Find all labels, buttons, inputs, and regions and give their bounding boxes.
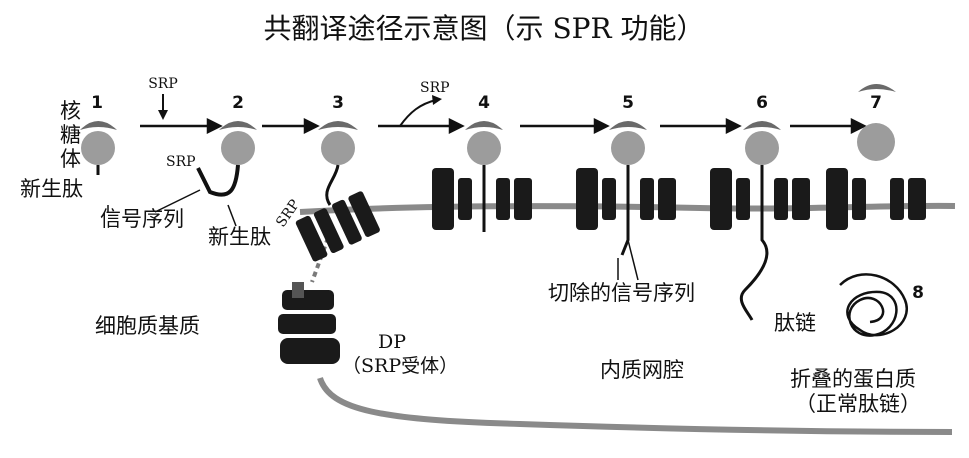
srp-out-arrowhead <box>432 95 442 105</box>
label-nascent-peptide-1: 新生肽 <box>20 177 83 201</box>
diagram-title: 共翻译途径示意图（示 SPR 功能） <box>264 12 705 45</box>
ribosome-step-1 <box>80 121 117 175</box>
label-peptide-chain: 肽链 <box>774 311 816 335</box>
ribosome-step-6 <box>739 121 781 321</box>
step-number-7: 7 <box>870 93 882 113</box>
membrane-tether <box>310 237 330 283</box>
step-arrows <box>140 117 867 135</box>
label-er-lumen: 内质网腔 <box>600 358 684 382</box>
ribosome-step-4 <box>465 121 503 232</box>
srp-receptor-dp <box>278 282 340 364</box>
step-number-8: 8 <box>912 283 924 303</box>
srp-in-arrowhead <box>158 110 168 120</box>
srp-out-arrow <box>399 99 437 127</box>
label-nascent-peptide-2: 新生肽 <box>208 225 271 249</box>
label-cytoplasm: 细胞质基质 <box>95 314 200 338</box>
label-folded-protein: 折叠的蛋白质 <box>790 367 916 391</box>
step-number-3: 3 <box>332 93 344 113</box>
er-membrane-lower <box>317 376 953 435</box>
ribosome-step-2 <box>196 121 257 197</box>
leader-lines <box>107 189 639 281</box>
folded-protein-shape <box>839 273 908 337</box>
label-normal-peptide: （正常肽链） <box>795 392 921 416</box>
label-ribosome-1: 核 <box>60 99 81 123</box>
ribosome-step-7 <box>857 84 896 161</box>
ribosome-step-3 <box>318 121 358 206</box>
step-number-2: 2 <box>232 93 244 113</box>
translocon-channels <box>295 168 926 262</box>
label-signal-sequence: 信号序列 <box>100 207 184 231</box>
label-srp-step2: SRP <box>166 154 196 170</box>
label-dp: DP <box>378 331 406 353</box>
step-number-4: 4 <box>478 93 490 113</box>
step-number-1: 1 <box>91 93 103 113</box>
label-srp-top: SRP <box>148 76 178 92</box>
label-ribosome-3: 体 <box>60 147 81 171</box>
label-cleave-signal: 切除的信号序列 <box>548 281 695 305</box>
label-ribosome-2: 糖 <box>60 123 81 147</box>
step-number-5: 5 <box>622 93 634 113</box>
label-srp-receptor: （SRP受体） <box>342 355 458 377</box>
label-srp-step4: SRP <box>420 80 450 96</box>
step-number-6: 6 <box>756 93 768 113</box>
